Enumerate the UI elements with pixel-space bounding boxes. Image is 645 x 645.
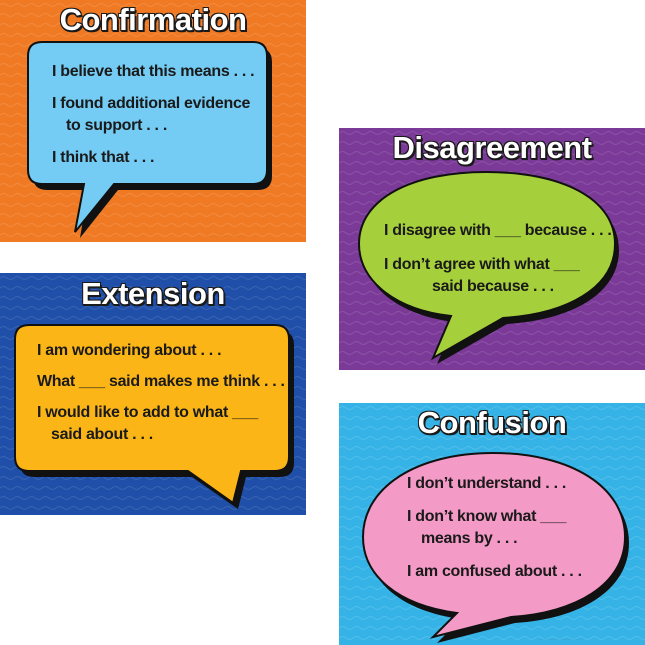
phrase-list: I believe that this means . . . I found … [52, 61, 255, 169]
phrase-item: I don’t agree with what ___said because … [384, 256, 580, 295]
speech-bubble-fill [27, 41, 268, 233]
speech-bubble-fill [14, 324, 290, 505]
poster-disagreement: Disagreement I disagree with ___ because… [339, 128, 645, 370]
fine-print: ········································… [547, 362, 591, 366]
poster-confirmation: Confirmation I believe that this means .… [0, 0, 306, 242]
phrase-item: I don’t understand . . . [407, 475, 567, 492]
phrase-item: I am wondering about . . . [37, 342, 222, 359]
phrase-item: I would like to add to what ___said abou… [37, 404, 258, 443]
fine-print: ········································… [8, 507, 52, 511]
poster-title: Confusion [417, 405, 567, 440]
fine-print: ········································… [539, 637, 583, 641]
phrase-list: I don’t understand . . . I don’t know wh… [407, 473, 582, 583]
speech-bubble [14, 324, 294, 509]
phrase-item: What ___ said makes me think . . . [37, 373, 285, 390]
speech-bubble-fill [357, 170, 617, 361]
poster-title: Confirmation [59, 2, 247, 37]
phrase-list: I disagree with ___ because . . . I don’… [384, 220, 612, 298]
phrase-item: I think that . . . [52, 149, 155, 166]
phrase-item: I am confused about . . . [407, 563, 582, 580]
speech-bubble [27, 41, 272, 238]
phrase-item: I disagree with ___ because . . . [384, 222, 612, 239]
phrase-list: I am wondering about . . . What ___ said… [37, 340, 285, 446]
phrase-item: I believe that this means . . . [52, 63, 255, 80]
poster-title: Disagreement [392, 130, 592, 165]
speech-bubble [357, 170, 619, 364]
poster-confusion: Confusion I don’t understand . . . I don… [339, 403, 645, 645]
poster-title: Extension [81, 276, 225, 311]
fine-print: ········································… [205, 234, 249, 238]
phrase-item: I don’t know what ___means by . . . [407, 508, 567, 547]
speech-bubble [361, 451, 629, 643]
speech-bubble-fill [361, 451, 627, 639]
poster-extension: Extension I am wondering about . . . Wha… [0, 273, 306, 515]
